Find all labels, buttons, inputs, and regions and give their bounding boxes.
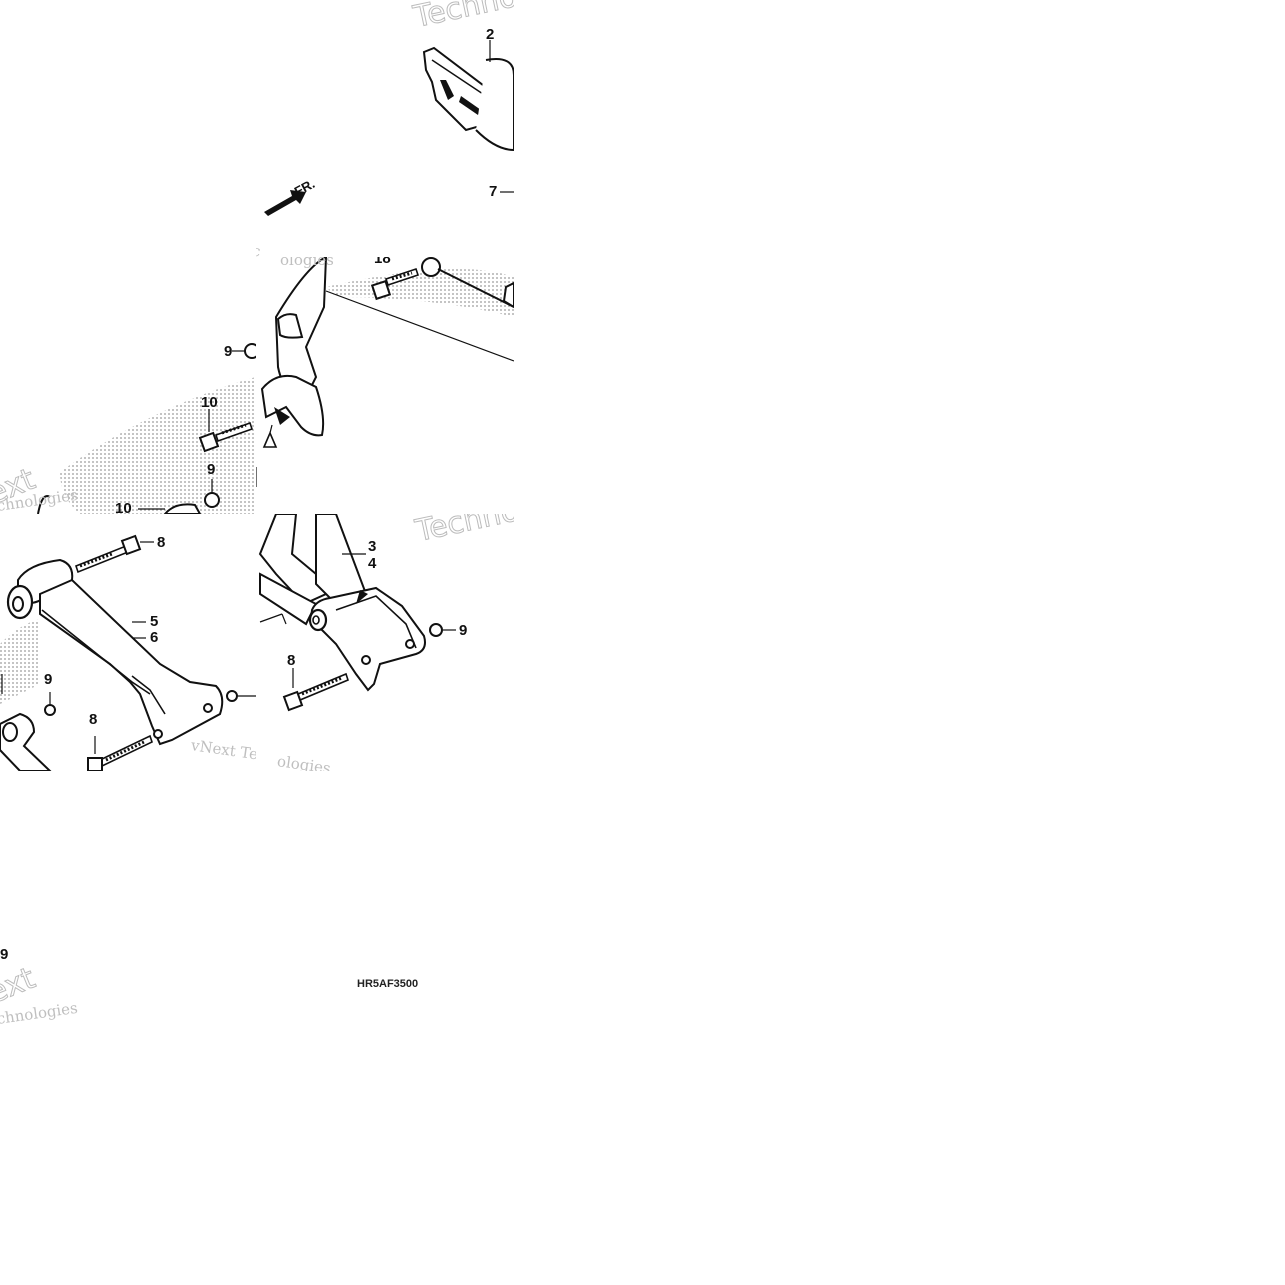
part-code: HR5AF3500 (357, 978, 419, 990)
front-arrow-icon (264, 190, 306, 216)
callout-3: 3 (368, 538, 377, 555)
arm-left-drawing (0, 534, 256, 771)
callout-8-a: 8 (157, 534, 166, 551)
watermark-ologies-mid: ologies (280, 257, 334, 269)
callout-9-b: 9 (207, 461, 216, 478)
callout-8-c: 8 (287, 652, 296, 669)
callout-18: 18 (374, 257, 391, 267)
tile-bracket-top: 2 7 FR. Techno vNext Tec (256, 0, 514, 257)
callout-9-c: 9 (44, 671, 53, 688)
callout-10-b: 10 (115, 500, 132, 514)
tile-arm-right: 3 4 9 8 Techno ologies (256, 514, 514, 771)
callout-9-e: 9 (0, 946, 9, 963)
tile-bracket-mid: 18 ologies (256, 257, 514, 514)
mount-left-drawing (37, 343, 256, 514)
tile-mount-left: 9 10 9 10 ext chnologies (0, 257, 256, 514)
callout-9-a: 9 (224, 343, 233, 360)
callout-7: 7 (489, 183, 498, 200)
callout-10-a: 10 (201, 394, 218, 411)
watermark-next-bottom: ext (0, 960, 40, 1011)
callout-5: 5 (150, 613, 159, 630)
arm-right-drawing (258, 514, 456, 712)
callout-2: 2 (486, 26, 495, 43)
tile-arm-left: 8 5 6 9 8 vNext Tec (0, 514, 256, 771)
bracket-mid-drawing (256, 257, 514, 487)
callout-4: 4 (368, 555, 377, 572)
callout-9-d: 9 (459, 622, 468, 639)
callout-8-b: 8 (89, 711, 98, 728)
bracket-top-drawing (264, 40, 514, 216)
callout-6: 6 (150, 629, 159, 646)
